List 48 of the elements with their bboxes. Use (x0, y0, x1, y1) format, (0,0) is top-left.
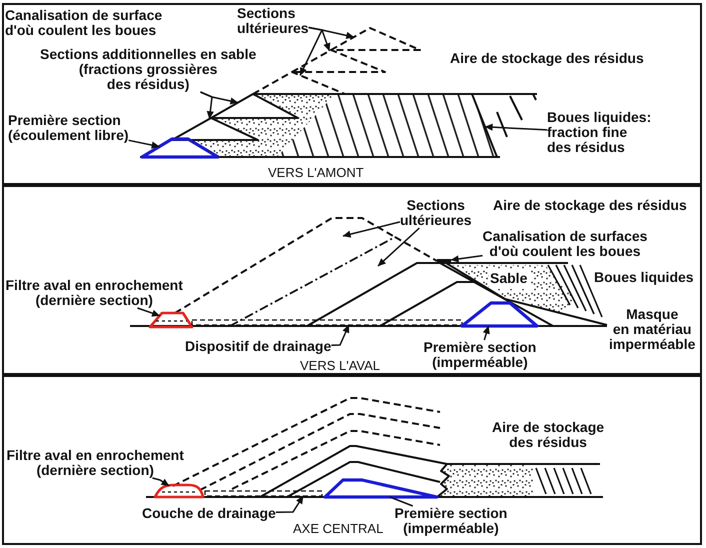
leader-line (482, 326, 490, 340)
material-label: Boues liquides (594, 270, 694, 285)
drainage-layer (189, 317, 465, 328)
leader-line (137, 307, 160, 317)
drainage-layer (202, 488, 325, 499)
leader-line (299, 26, 324, 76)
slime-hatching (533, 465, 594, 497)
leader-line (128, 140, 160, 149)
diagram-panel (2, 3, 702, 185)
leader-line (390, 496, 414, 507)
first-section-outline (139, 136, 221, 160)
diagram-panel (2, 185, 702, 375)
axis-label: AXE CENTRAL (293, 521, 384, 536)
callout-label: Canalisation de surfaces d'où coulent les boues (482, 229, 648, 259)
callout-label: Filtre aval en enrochement (dernière section) (6, 448, 184, 478)
first-section-outline (459, 300, 540, 329)
area-label: Aire de stockage des résidus (450, 51, 644, 66)
callout-label: Boues liquides: fraction fine des résidus (547, 110, 652, 155)
material-label: Sable (490, 271, 528, 286)
leader-line (200, 91, 214, 120)
callout-label: Dispositif de drainage (185, 339, 332, 354)
area-label: Aire de stockage des résidus (493, 198, 687, 213)
leader-line (450, 254, 483, 263)
rock-filter-outline (152, 482, 206, 500)
direction-label: VERS L'AVAL (300, 358, 380, 373)
leader-line (342, 221, 400, 238)
channel-label: Canalisation de surface d'où coulent les boues (5, 8, 162, 38)
callout-label: Première section (écoulement libre) (8, 113, 129, 143)
direction-label: VERS L'AMONT (268, 165, 364, 180)
callout-label: Première section (imperméable) (424, 340, 536, 370)
rock-filter-outline (147, 310, 195, 330)
callout-label: Couche de drainage (142, 506, 276, 521)
material-label: Masque en matériau imperméable (609, 307, 696, 352)
first-section-outline (322, 477, 440, 500)
callout-label: Sections additionnelles en sable (fractions grossières des résidus) (40, 47, 256, 92)
callout-label: Sections ultérieures (400, 198, 472, 228)
future-section-outline (328, 25, 423, 53)
callout-label: Filtre aval en enrochement (dernière section) (6, 278, 183, 308)
leader-line (152, 477, 170, 487)
callout-label: Première section (imperméable) (394, 506, 508, 536)
future-section-outline (289, 47, 388, 75)
diagram-panel (2, 375, 702, 545)
leader-line (276, 496, 304, 514)
leader-line (378, 227, 420, 267)
area-label: Aire de stockage des résidus (492, 420, 604, 450)
leader-line (331, 324, 350, 346)
leader-line (484, 124, 548, 131)
callout-label: Sections ultérieures (237, 6, 309, 36)
